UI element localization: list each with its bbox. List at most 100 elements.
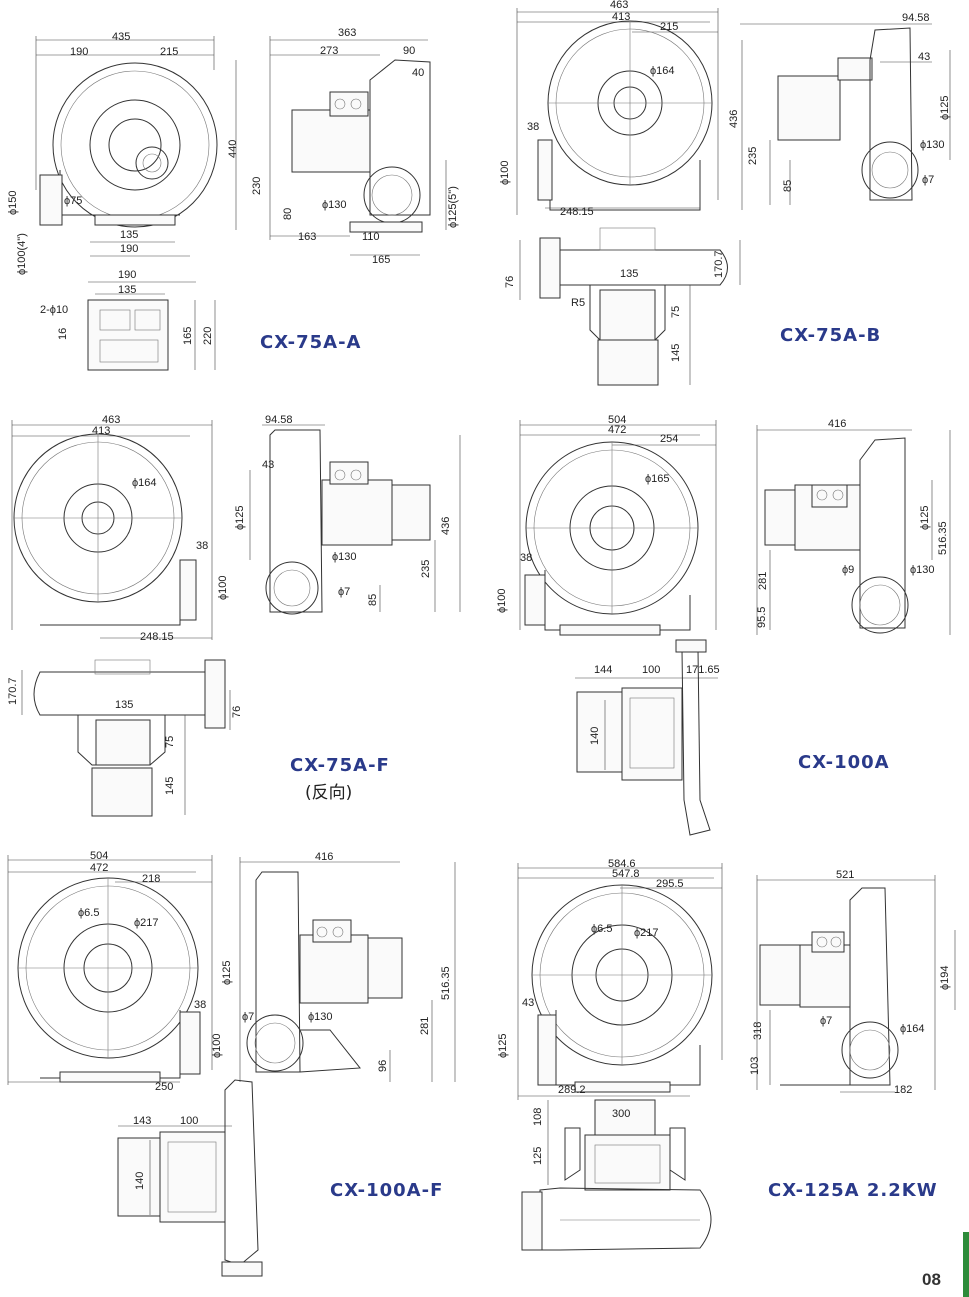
dim-label: 144 [594, 664, 613, 676]
dim-label: ϕ164 [650, 65, 675, 77]
dim-label: 108 [532, 1107, 544, 1126]
dim-label: 135 [620, 268, 639, 280]
cx75af-side-view [249, 424, 461, 615]
dim-label: 100 [642, 664, 661, 676]
cx125a-side-view [756, 875, 956, 1093]
dim-label: 273 [320, 45, 339, 57]
cx125a-top-view [521, 1099, 712, 1251]
dim-label: 170.7 [7, 677, 19, 705]
dim-label: 170.7 [713, 250, 725, 278]
dim-label: 235 [747, 146, 759, 165]
dim-label: 413 [612, 11, 631, 23]
dim-label: ϕ130 [910, 564, 935, 576]
cx100a-side-view [756, 425, 951, 635]
dim-label: 289.2 [558, 1084, 586, 1096]
cx75af-top-view [21, 659, 231, 817]
dim-label: 38 [194, 999, 207, 1011]
cx100af-side-view [239, 857, 456, 1082]
dim-label: 215 [660, 21, 679, 33]
dim-label: ϕ150 [7, 190, 19, 215]
dim-label: 135 [118, 284, 137, 296]
dim-label: ϕ130 [920, 139, 945, 151]
dim-label: 521 [836, 869, 855, 881]
dim-label: 248.15 [140, 631, 174, 643]
dim-label: 463 [610, 0, 629, 11]
dim-label: 140 [589, 726, 601, 745]
dim-label: 140 [134, 1171, 146, 1190]
dim-label: 281 [757, 571, 769, 590]
dim-label: 145 [164, 776, 176, 795]
dim-label: 85 [782, 179, 794, 192]
dim-label: 363 [338, 27, 357, 39]
model-subtitle: (反向) [305, 783, 353, 803]
cx75ab-top-view [519, 227, 741, 386]
dim-label: ϕ100 [499, 160, 511, 185]
dim-label: 230 [251, 176, 263, 195]
page-edge-tab [963, 1232, 969, 1297]
dim-label: ϕ100 [496, 588, 508, 613]
dim-label: 250 [155, 1081, 174, 1093]
dim-label: ϕ125 [234, 505, 246, 530]
dim-label: 103 [749, 1056, 761, 1075]
dim-label: 43 [918, 51, 931, 63]
dim-label: 248.15 [560, 206, 594, 218]
cx100a-front-view [519, 420, 717, 636]
dim-label: 163 [298, 231, 317, 243]
dim-label: 182 [894, 1084, 913, 1096]
dim-label: 220 [202, 326, 214, 345]
dim-label: 463 [102, 414, 121, 426]
dim-label: 190 [118, 269, 137, 281]
dim-label: 75 [670, 305, 682, 318]
page-number: 08 [922, 1270, 941, 1289]
dim-label: ϕ100 [217, 575, 229, 600]
dim-label: 165 [182, 326, 194, 345]
model-name: CX-75A-F [290, 755, 390, 776]
dim-label: 100 [180, 1115, 199, 1127]
dim-label: 281 [419, 1016, 431, 1035]
model-name: CX-75A-B [780, 325, 882, 346]
dim-label: 318 [752, 1021, 764, 1040]
model-name: CX-100A [798, 752, 890, 773]
dim-label: 300 [612, 1108, 631, 1120]
dim-label: 295.5 [656, 878, 684, 890]
cx125a-front-view [517, 863, 723, 1100]
dim-label: 171.65 [686, 664, 720, 676]
dim-label: ϕ217 [634, 927, 659, 939]
dim-label: ϕ100 [211, 1033, 223, 1058]
dim-label: 96 [377, 1059, 389, 1072]
dim-label: ϕ7 [922, 174, 935, 186]
dim-label: ϕ6.5 [78, 907, 100, 919]
dim-label: 38 [196, 540, 209, 552]
dim-label: 38 [527, 121, 540, 133]
dim-label: ϕ165 [645, 473, 670, 485]
dim-label: 436 [440, 516, 452, 535]
cx100a-top-view [575, 639, 718, 836]
dim-label: ϕ7 [338, 586, 351, 598]
dim-label: ϕ164 [132, 477, 157, 489]
dim-label: 76 [231, 705, 243, 718]
dim-label: 416 [828, 418, 847, 430]
dim-label: 547.8 [612, 868, 640, 880]
dim-label: ϕ125 [919, 505, 931, 530]
dim-label: 90 [403, 45, 416, 57]
dim-label: 85 [367, 593, 379, 606]
cx100af-front-view [7, 855, 213, 1085]
dim-label: 143 [133, 1115, 152, 1127]
dim-label: 16 [57, 327, 69, 340]
dim-label: R5 [571, 297, 586, 309]
dim-label: 94.58 [902, 12, 930, 24]
dim-label: 43 [522, 997, 535, 1009]
dim-label: 190 [120, 243, 139, 255]
dim-label: 254 [660, 433, 679, 445]
cx75ab-front-view [516, 8, 743, 215]
dim-label: 135 [120, 229, 139, 241]
dim-label: 516.35 [440, 966, 452, 1000]
dim-label: 75 [164, 735, 176, 748]
cx75ab-side-view [740, 23, 951, 205]
dim-label: ϕ125 [939, 95, 951, 120]
dim-label: 584.6 [608, 858, 636, 870]
dim-label: ϕ164 [900, 1023, 925, 1035]
cx75aa-base-view [87, 281, 216, 371]
